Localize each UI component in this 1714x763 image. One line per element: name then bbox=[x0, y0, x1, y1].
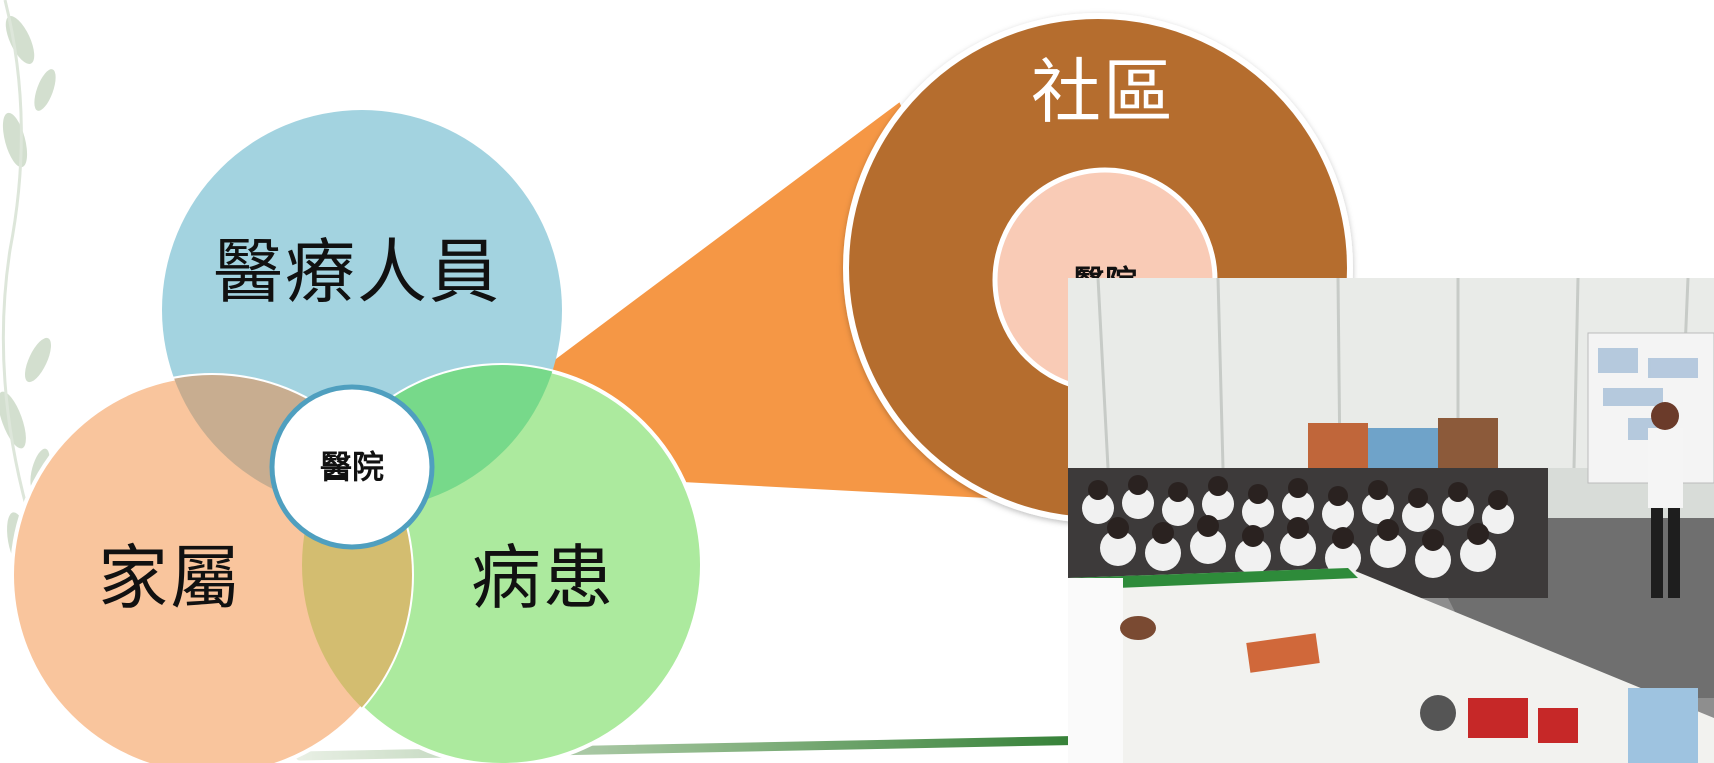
patient-label: 病患 bbox=[471, 537, 615, 619]
family-label: 家屬 bbox=[98, 537, 242, 619]
hospital-center-circle bbox=[269, 384, 435, 550]
classroom-photo bbox=[1068, 278, 1714, 763]
medical-staff-label: 醫療人員 bbox=[213, 231, 501, 313]
hospital-center-label: 醫院 bbox=[319, 448, 385, 486]
community-label: 社區 bbox=[1031, 51, 1175, 133]
